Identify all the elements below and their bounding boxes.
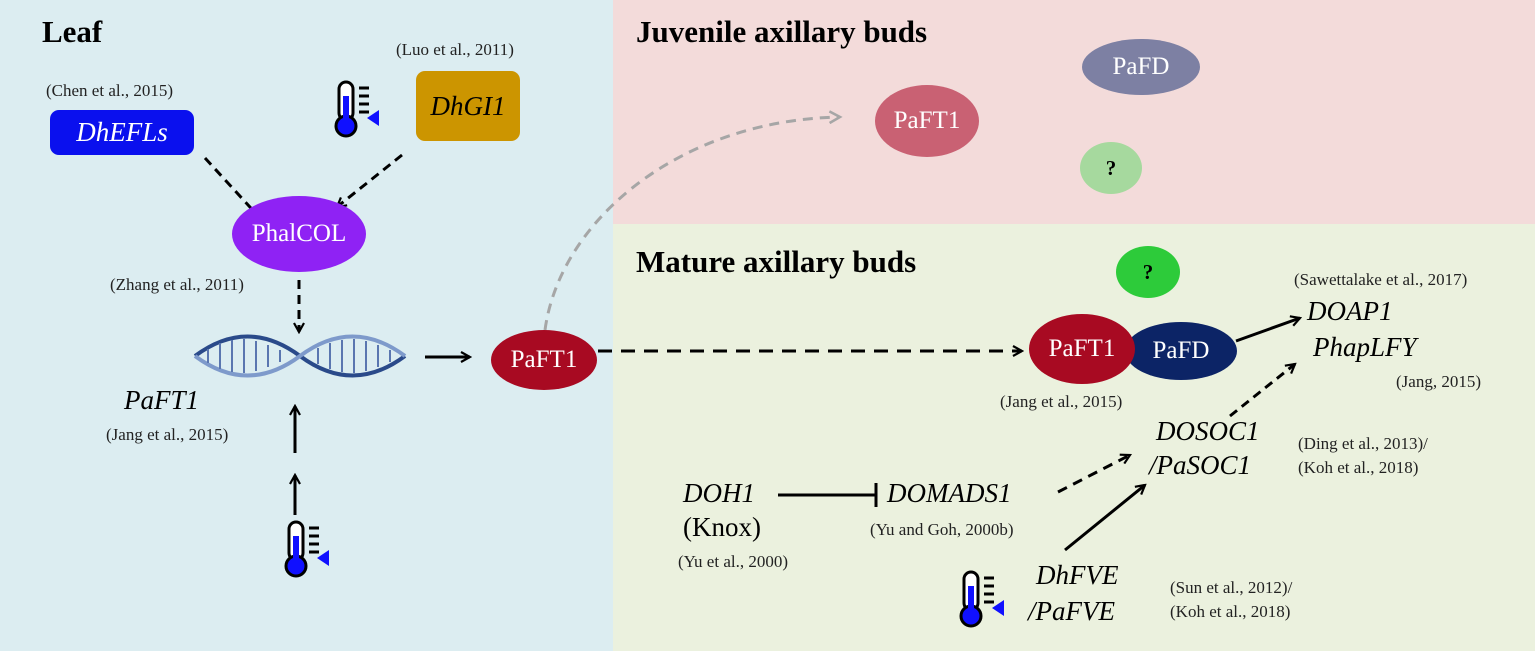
phaplfy-gene: PhapLFY	[1313, 332, 1417, 362]
ref-sawettalake-2017: (Sawettalake et al., 2017)	[1294, 270, 1468, 289]
pafve-gene: /PaFVE	[1028, 596, 1115, 626]
arrow-dhfve-dosoc1	[1064, 485, 1145, 552]
pafd-juvenile: PaFD	[1082, 39, 1200, 95]
ref-luo-2011: (Luo et al., 2011)	[396, 40, 514, 59]
arrow-complex-doap1	[1235, 318, 1300, 343]
ref-jang-2015-mature: (Jang et al., 2015)	[1000, 392, 1123, 411]
arrow-dhgi1-phalcol	[337, 153, 403, 207]
ref-koh-2018-b: (Koh et al., 2018)	[1170, 602, 1291, 621]
dhfve-gene: DhFVE	[1036, 560, 1119, 590]
juvenile-axillary-buds-panel	[613, 0, 1535, 224]
dhefls-node: DhEFLs	[50, 110, 194, 155]
ref-koh-2018-a: (Koh et al., 2018)	[1298, 458, 1419, 477]
paft1-protein-leaf: PaFT1	[491, 330, 597, 390]
arrow-dosoc1-phaplfy	[1229, 364, 1295, 418]
arrow-domads1-dosoc1	[1057, 455, 1130, 494]
ref-chen-2015: (Chen et al., 2015)	[46, 81, 173, 100]
thermometer-icon	[959, 570, 1004, 628]
ref-jang-2015-leaf: (Jang et al., 2015)	[106, 425, 229, 444]
paft1-gene-label: PaFT1	[124, 385, 200, 415]
ref-zhang-2011: (Zhang et al., 2011)	[110, 275, 244, 294]
grey-arrow-paft1-to-juvenile	[543, 117, 840, 331]
pasoc1-gene: /PaSOC1	[1149, 450, 1252, 480]
ref-sun-2012: (Sun et al., 2012)/	[1170, 578, 1293, 597]
paft1-juvenile: PaFT1	[875, 85, 979, 157]
mature-heading: Mature axillary buds	[636, 244, 917, 279]
thermometer-icon	[284, 520, 329, 578]
dosoc1-gene: DOSOC1	[1156, 416, 1260, 446]
phalcol-node: PhalCOL	[232, 196, 366, 272]
paft1-mature: PaFT1	[1029, 314, 1135, 384]
knox-label: (Knox)	[683, 512, 761, 542]
ref-jang-2015: (Jang, 2015)	[1396, 372, 1481, 391]
doh1-gene: DOH1	[683, 478, 755, 508]
unknown-factor-juvenile: ?	[1080, 142, 1142, 194]
pafd-mature: PaFD	[1125, 322, 1237, 380]
leaf-heading: Leaf	[42, 14, 103, 49]
thermometer-icon	[334, 80, 379, 138]
ref-yu-goh-2000b: (Yu and Goh, 2000b)	[870, 520, 1014, 539]
mature-axillary-buds-panel	[613, 224, 1535, 651]
dhgi1-node: DhGI1	[416, 71, 520, 141]
juvenile-heading: Juvenile axillary buds	[636, 14, 928, 49]
ref-ding-2013: (Ding et al., 2013)/	[1298, 434, 1428, 453]
doap1-gene: DOAP1	[1307, 296, 1393, 326]
ref-yu-2000: (Yu et al., 2000)	[678, 552, 789, 571]
unknown-factor-mature: ?	[1116, 246, 1180, 298]
domads1-gene: DOMADS1	[887, 478, 1012, 508]
dna-helix-icon	[193, 334, 407, 378]
